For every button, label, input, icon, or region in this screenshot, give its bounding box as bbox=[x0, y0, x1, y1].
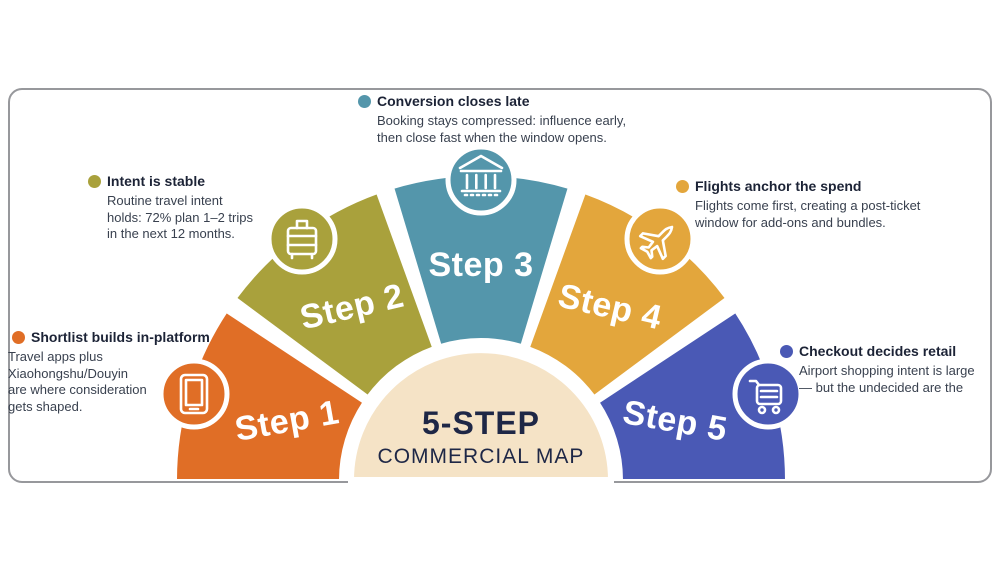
wedge-step-5 bbox=[597, 310, 788, 481]
bank-building-icon bbox=[458, 154, 504, 197]
bullet-dot-icon bbox=[12, 330, 25, 344]
suitcase-icon bbox=[286, 219, 318, 260]
center-title: 5-STEP bbox=[422, 405, 540, 441]
annotation-intent: Intent is stable Routine travel intent h… bbox=[88, 173, 253, 243]
bullet-dot-icon bbox=[780, 344, 793, 358]
center-subtitle: COMMERCIAL MAP bbox=[378, 445, 585, 468]
step-3-icon-circle bbox=[445, 144, 517, 216]
center-medallion bbox=[347, 347, 615, 483]
step-4-icon-circle bbox=[624, 203, 696, 275]
wedge-step-2 bbox=[234, 191, 435, 398]
annotation-body: Routine travel intent holds: 72% plan 1–… bbox=[107, 193, 253, 241]
step-1-icon-circle bbox=[158, 358, 230, 430]
step-3-label: Step 3 bbox=[428, 246, 533, 284]
bullet-dot-icon bbox=[676, 179, 689, 193]
wedge-step-1 bbox=[174, 310, 365, 481]
shopping-cart-icon bbox=[748, 379, 783, 415]
annotation-body: Flights come first, creating a post-tick… bbox=[695, 198, 921, 230]
annotation-shortlist: Shortlist builds in-platform Travel apps… bbox=[8, 329, 210, 415]
annotation-body: Airport shopping intent is large — but t… bbox=[799, 363, 975, 395]
annotation-title: Flights anchor the spend bbox=[695, 178, 862, 194]
wedge-step-4 bbox=[527, 191, 728, 398]
annotation-title: Shortlist builds in-platform bbox=[31, 329, 210, 345]
step-5-icon-circle bbox=[732, 358, 804, 430]
airplane-icon bbox=[638, 225, 674, 261]
annotation-title: Conversion closes late bbox=[377, 93, 530, 109]
annotation-title: Intent is stable bbox=[107, 173, 206, 189]
step-2-icon-circle bbox=[266, 203, 338, 275]
bullet-dot-icon bbox=[88, 174, 101, 188]
annotation-body: Travel apps plus Xiaohongshu/Douyin are … bbox=[8, 349, 147, 414]
annotation-flights: Flights anchor the spend Flights come fi… bbox=[676, 178, 920, 231]
annotation-body: Booking stays compressed: influence earl… bbox=[377, 113, 627, 145]
annotation-title: Checkout decides retail bbox=[799, 343, 957, 359]
wedge-step-3 bbox=[392, 174, 570, 347]
annotation-conversion: Conversion closes late Booking stays com… bbox=[358, 93, 626, 146]
smartphone-icon bbox=[179, 373, 209, 415]
annotation-checkout: Checkout decides retail Airport shopping… bbox=[780, 343, 975, 396]
bullet-dot-icon bbox=[358, 94, 371, 108]
